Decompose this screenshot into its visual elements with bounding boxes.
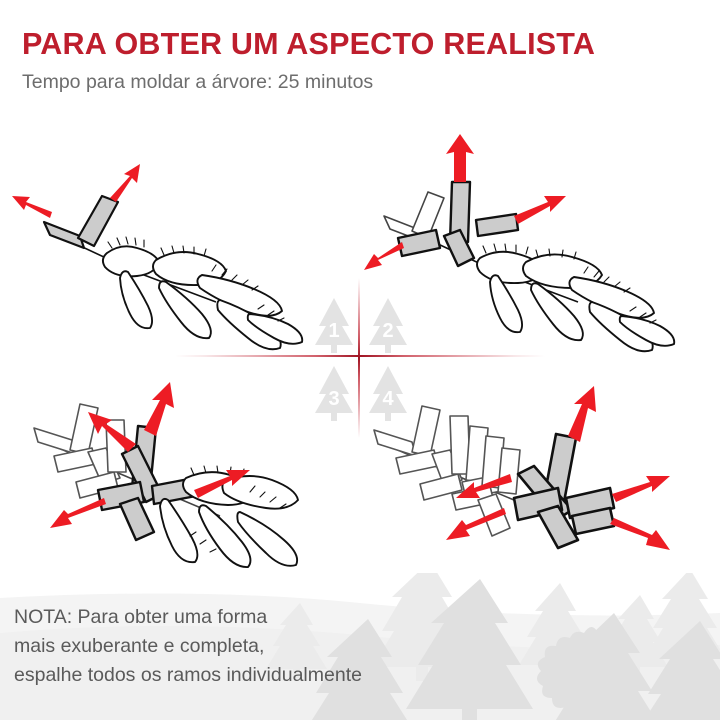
arrow-left: [456, 474, 512, 498]
direction-arrows-step-3: [50, 382, 250, 528]
arrow-up-left: [88, 412, 136, 452]
arrow-up-right: [144, 382, 174, 436]
arrow-down-left: [364, 242, 404, 270]
arrow-down-left: [50, 498, 106, 528]
branch-illustration-step-3: [10, 382, 350, 571]
step-number-2: 2: [382, 320, 394, 342]
direction-arrows-step-4: [446, 386, 670, 550]
page-title: PARA OBTER UM ASPECTO REALISTA: [22, 27, 596, 61]
note-band: NOTA: Para obter uma forma mais exuberan…: [0, 573, 720, 720]
branch-step-3-drawing: [33, 403, 299, 568]
note-line-1: NOTA: Para obter uma forma: [14, 606, 268, 628]
branch-step-4-drawing: [373, 405, 616, 550]
arrow-down-right: [610, 518, 670, 550]
arrow-left: [12, 196, 52, 218]
forest-decoration: [0, 573, 720, 720]
branch-illustration-step-2: [364, 134, 708, 353]
arrow-down-left: [446, 508, 506, 540]
arrow-up-right: [568, 386, 596, 442]
note-line-2: mais exuberante e completa,: [14, 635, 265, 657]
page-subtitle: Tempo para moldar a árvore: 25 minutos: [22, 70, 374, 93]
arrow-up: [446, 134, 474, 182]
branch-illustration-step-1: [6, 134, 346, 351]
crosshair-horizontal-line: [175, 355, 545, 357]
crosshair-vertical-line: [358, 278, 360, 438]
branch-step-1-drawing: [42, 194, 304, 351]
note-line-3: espalhe todos os ramos individualmente: [14, 664, 362, 686]
note-text: NOTA: Para obter uma forma mais exuberan…: [14, 603, 444, 690]
branch-step-2-drawing: [383, 180, 676, 353]
arrow-right: [612, 476, 670, 502]
arrow-up-right: [110, 164, 140, 202]
step-number-1: 1: [328, 320, 340, 342]
direction-arrows-step-2: [364, 134, 566, 270]
arrow-right: [194, 470, 250, 498]
diagram-stage: 1 2 3 4: [0, 128, 720, 573]
branch-illustration-step-4: [366, 386, 706, 571]
tree-silhouette-front: [311, 579, 720, 720]
header: PARA OBTER UM ASPECTO REALISTA Tempo par…: [0, 0, 720, 94]
direction-arrows-step-1: [12, 164, 140, 218]
arrow-right: [514, 196, 566, 224]
